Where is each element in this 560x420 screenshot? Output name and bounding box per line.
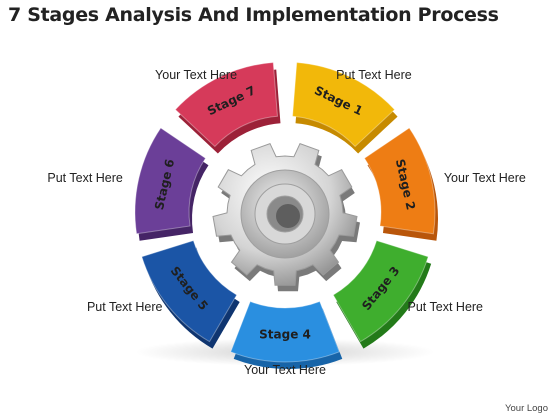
stage-text-placeholder-4: Your Text Here (244, 363, 326, 377)
stage-segment-2: Stage 2 (363, 127, 439, 241)
logo-text: Your Logo (505, 403, 548, 414)
gear-icon (212, 142, 360, 292)
stage-segment-6: Stage 6 (134, 127, 209, 241)
stage-text-placeholder-7: Your Text Here (155, 68, 238, 83)
stage-segment-5: Stage 5 (141, 240, 240, 349)
stage-segment-7: Stage 7 (174, 61, 281, 154)
page-title: 7 Stages Analysis And Implementation Pro… (8, 4, 499, 26)
stage-label-4: Stage 4 (259, 328, 311, 342)
stage-text-placeholder-2: Your Text Here (443, 171, 526, 186)
stage-text-placeholder-3: Put Text Here (407, 299, 484, 314)
stage-text-placeholder-1: Put Text Here (336, 68, 412, 83)
stage-segment-3: Stage 3 (332, 240, 432, 349)
stage-text-placeholder-5: Put Text Here (86, 299, 163, 314)
stage-segment-1: Stage 1 (291, 61, 398, 154)
stage-segment-4: Stage 4 (230, 300, 343, 370)
stage-text-placeholder-6: Put Text Here (47, 171, 123, 186)
